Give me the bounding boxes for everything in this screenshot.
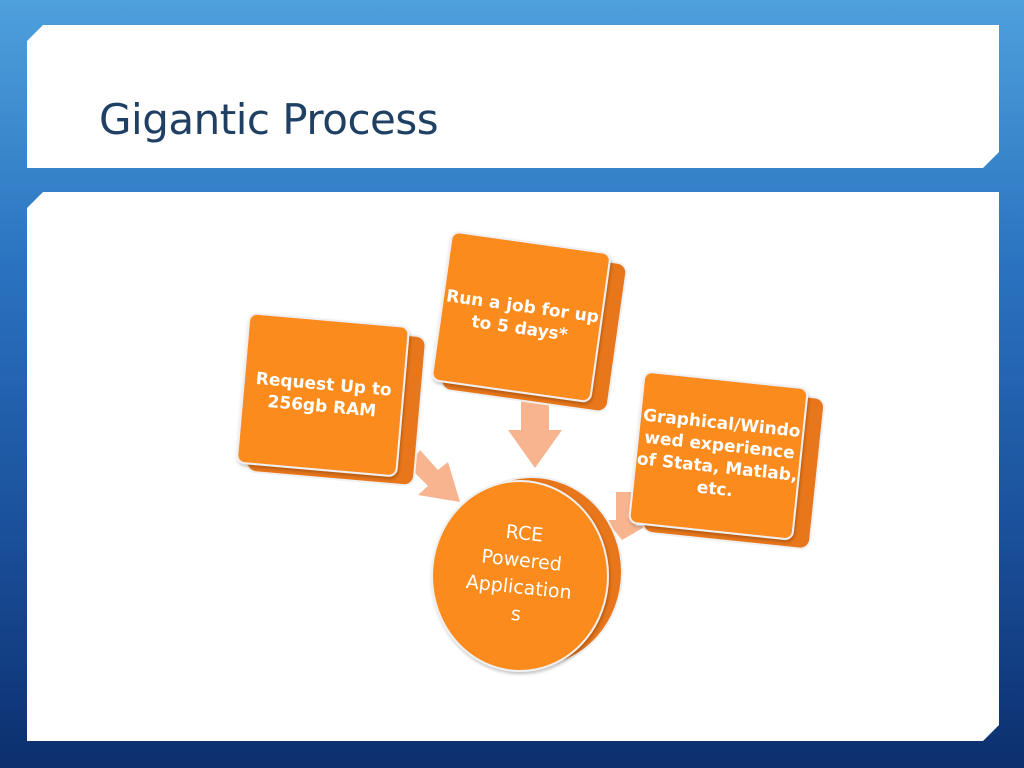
box-graphical-experience-text: Graphical/Windowed experienceof Stata, M… bbox=[634, 405, 803, 507]
circle-rce-powered: RCEPoweredApplications bbox=[431, 476, 623, 672]
arrow-top-to-center bbox=[508, 400, 562, 468]
text-line: s bbox=[510, 603, 522, 626]
box-run-job: Run a job for upto 5 days* bbox=[431, 231, 628, 413]
box-graphical-experience: Graphical/Windowed experienceof Stata, M… bbox=[628, 371, 826, 550]
text-line: etc. bbox=[696, 478, 734, 502]
arrow-left-to-center bbox=[408, 450, 460, 502]
box-request-ram: Request Up to256gb RAM bbox=[236, 312, 427, 487]
slide-title: Gigantic Process bbox=[99, 95, 439, 144]
title-panel: Gigantic Process bbox=[27, 25, 999, 168]
text-line: RCE bbox=[505, 521, 545, 547]
